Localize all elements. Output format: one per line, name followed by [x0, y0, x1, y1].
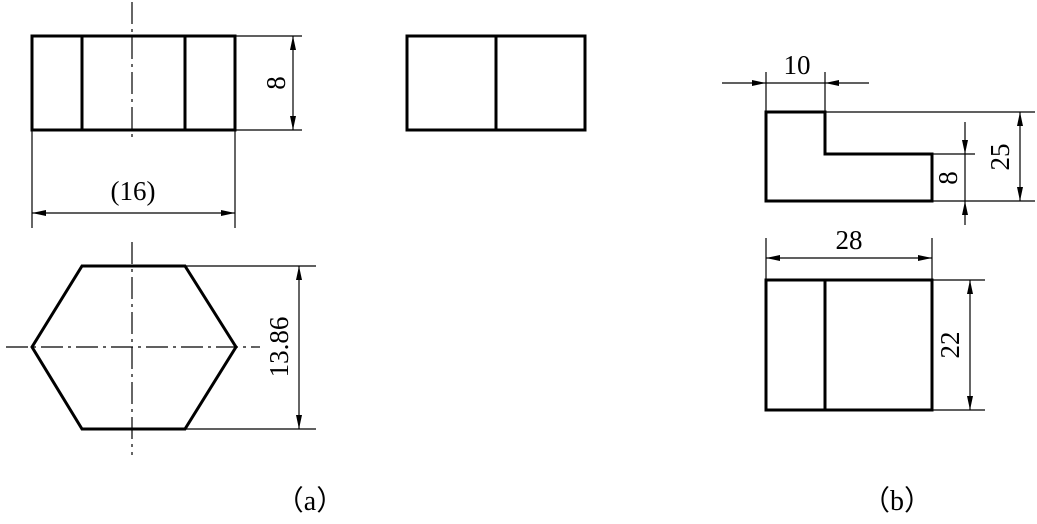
b-dim-8-label: 8 — [933, 171, 963, 185]
b-dim-10: 10 — [722, 50, 869, 112]
a-dim-height-label: 8 — [261, 76, 291, 90]
caption-b: （b） — [862, 485, 932, 517]
a-top-view-hexagon — [6, 242, 260, 455]
a-dim-height-8: 8 — [235, 35, 302, 131]
b-dim-28-label: 28 — [836, 225, 863, 255]
b-dim-25: 25 — [825, 111, 1035, 202]
a-dim-hexagon-13-86: 13.86 — [185, 265, 316, 430]
b-dim-8: 8 — [932, 122, 975, 225]
a-dim-width-label: (16) — [111, 176, 156, 206]
b-top-view — [764, 278, 934, 412]
a-side-view — [405, 34, 587, 132]
b-front-view — [764, 110, 934, 203]
b-dim-22: 22 — [932, 279, 985, 411]
a-dim-hexagon-label: 13.86 — [264, 317, 294, 378]
b-dim-10-label: 10 — [784, 50, 811, 80]
b-dim-28: 28 — [765, 225, 933, 280]
b-dim-22-label: 22 — [935, 332, 965, 359]
a-front-view — [30, 2, 237, 138]
figure-a: 8 (16) 13.86 （a） — [6, 2, 587, 517]
b-dim-25-label: 25 — [985, 144, 1015, 171]
a-dim-width-16: (16) — [31, 130, 236, 228]
figure-b: 10 25 8 28 — [722, 50, 1035, 517]
caption-a: （a） — [276, 485, 344, 517]
